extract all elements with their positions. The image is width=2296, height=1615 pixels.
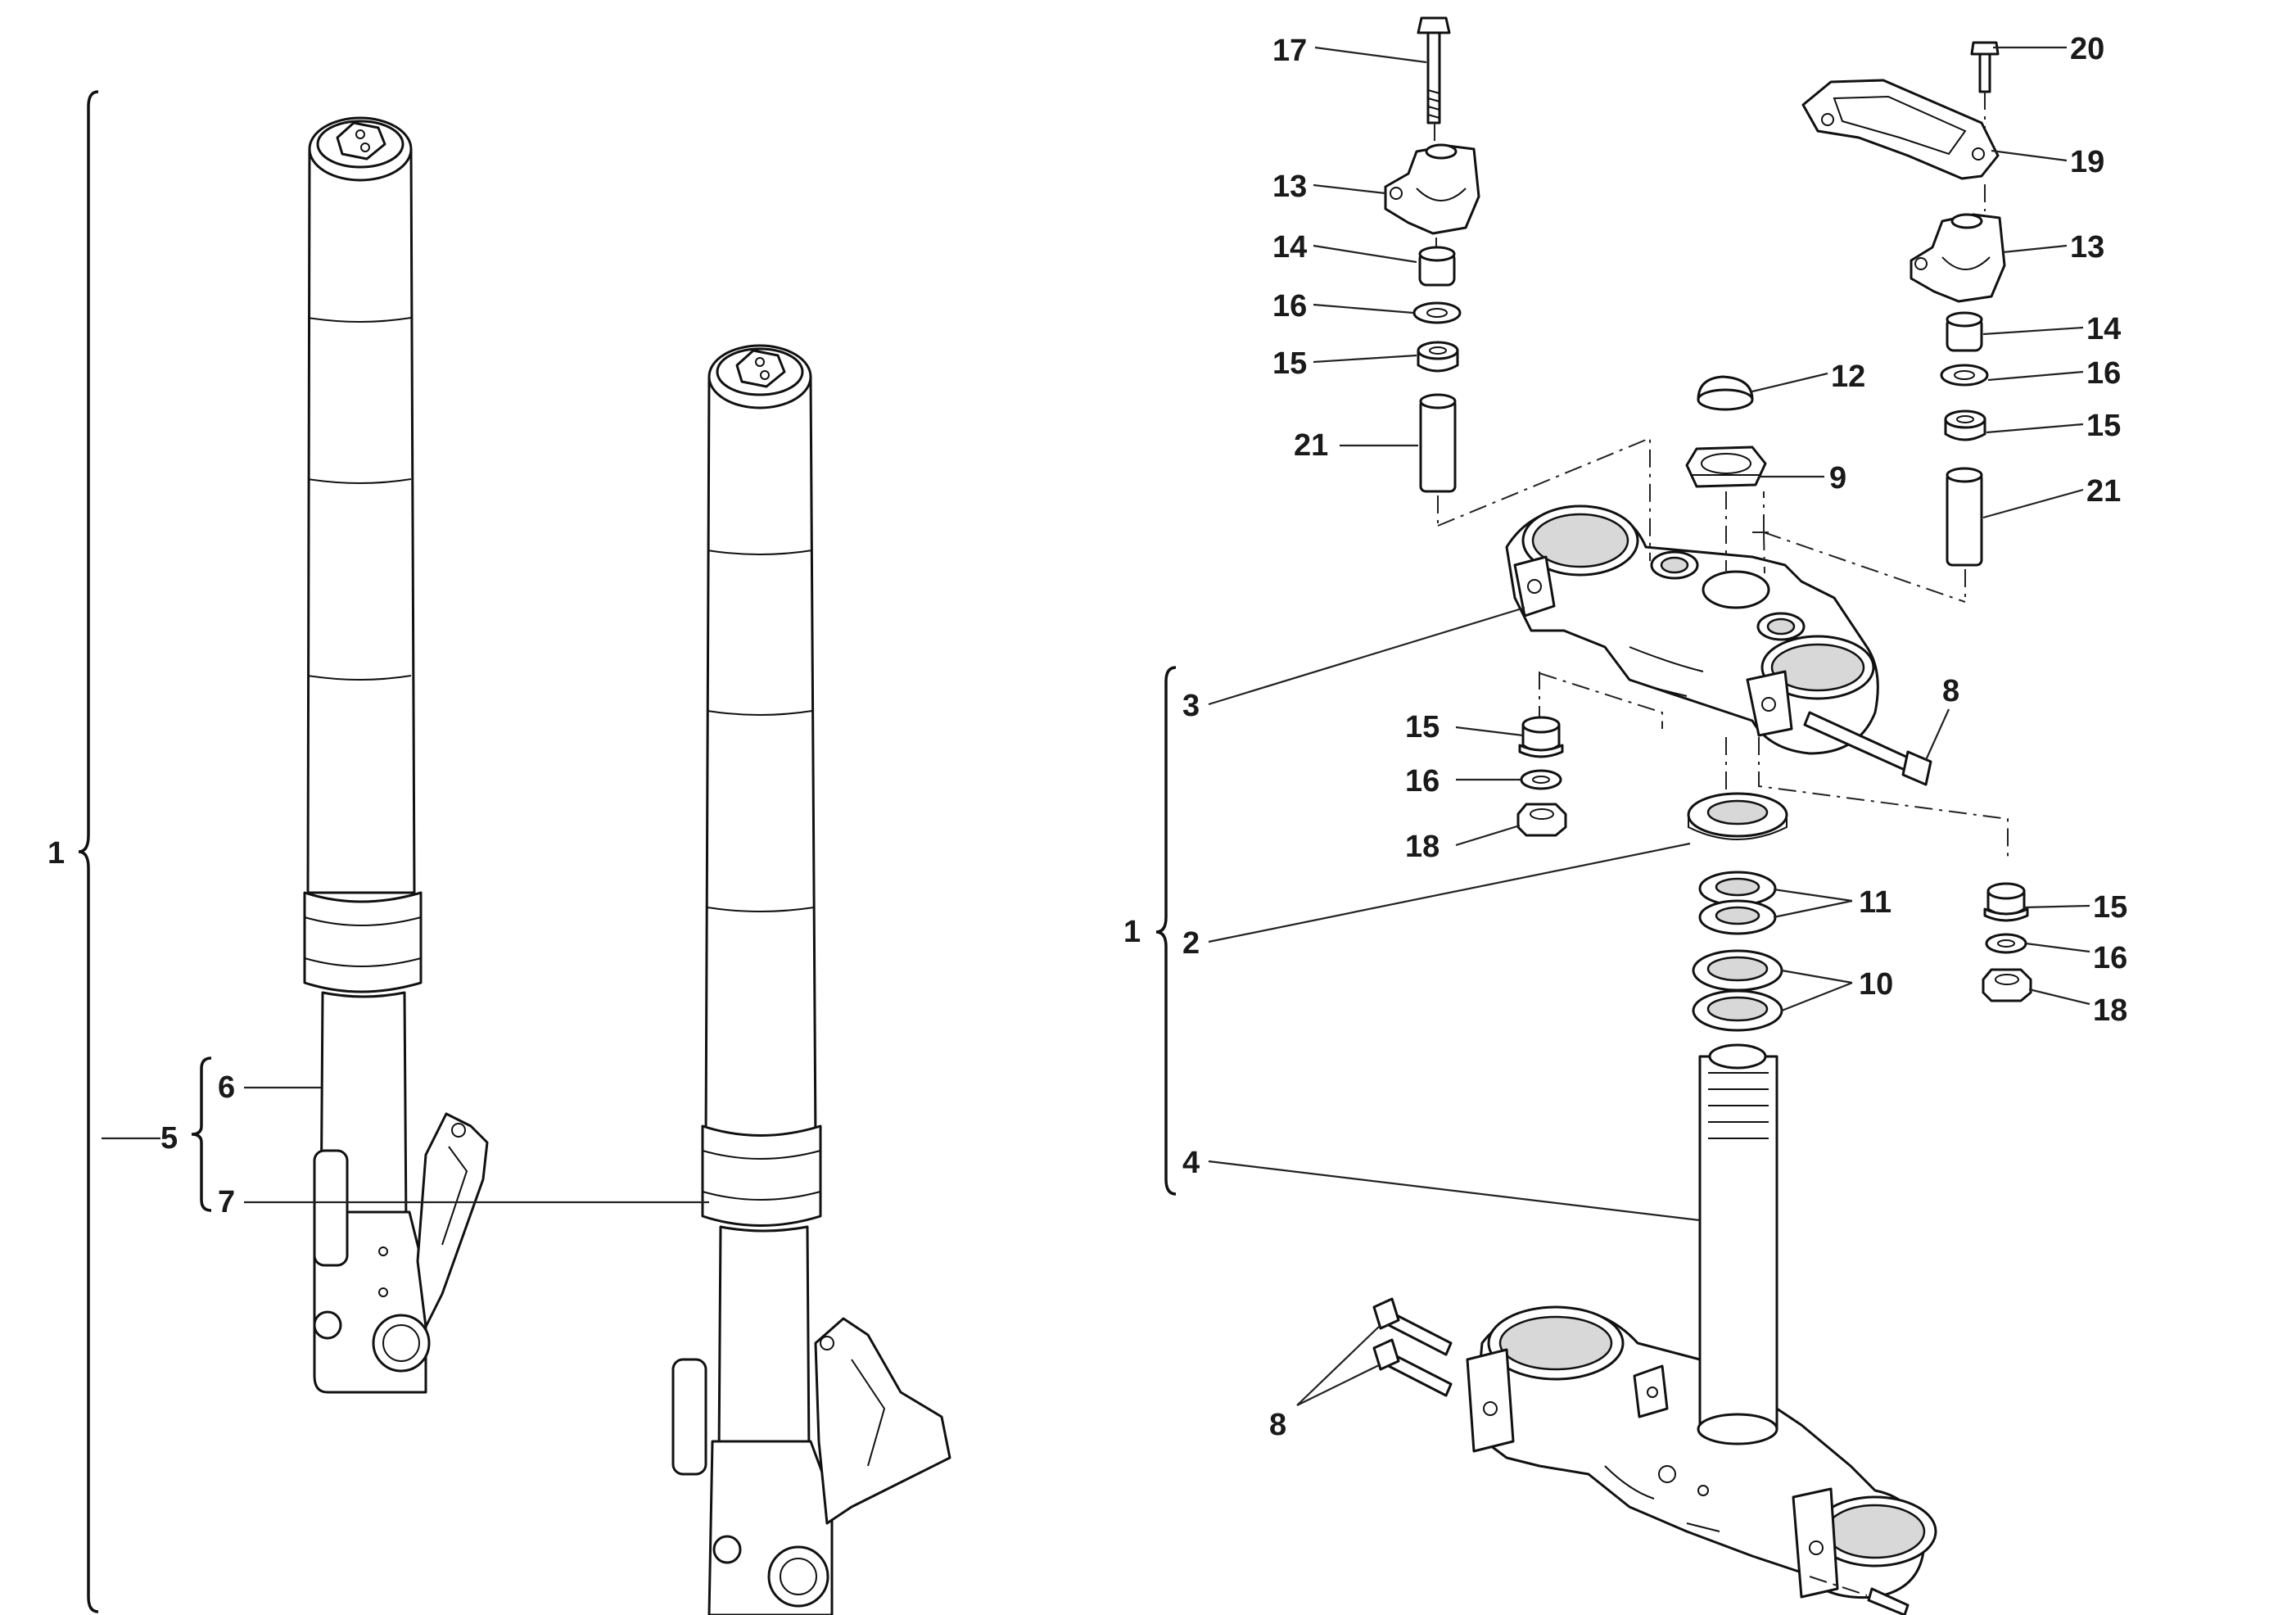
- label-16-mid-left: 16: [1405, 764, 1440, 798]
- label-8-top: 8: [1942, 674, 1959, 708]
- label-11: 11: [1859, 885, 1891, 920]
- leader-lines: [102, 46, 2090, 1406]
- label-10: 10: [1859, 967, 1893, 1002]
- label-5: 5: [160, 1121, 178, 1156]
- brace-assembly-5: [191, 1056, 212, 1212]
- label-12: 12: [1831, 360, 1865, 394]
- label-18-left: 18: [1405, 830, 1440, 864]
- label-16-right: 16: [2086, 356, 2121, 391]
- label-15-mid-right: 15: [2093, 890, 2127, 925]
- label-6: 6: [218, 1070, 235, 1105]
- brace-assembly-1-right: [1155, 666, 1177, 1196]
- label-13-left: 13: [1272, 170, 1307, 204]
- label-13-right: 13: [2070, 230, 2104, 265]
- steering-bearing-stack: [1687, 792, 1788, 1032]
- label-16-left: 16: [1272, 289, 1307, 323]
- label-1-left: 1: [47, 836, 65, 871]
- nut-stack-left: [1516, 716, 1567, 837]
- label-18-right: 18: [2093, 993, 2127, 1028]
- label-17: 17: [1272, 34, 1307, 68]
- label-14-right: 14: [2086, 312, 2121, 346]
- label-15-right: 15: [2086, 409, 2121, 443]
- label-15-mid-left: 15: [1405, 710, 1440, 744]
- label-21-left: 21: [1294, 428, 1328, 463]
- handlebar-clamp-stack-right: [1801, 41, 2006, 602]
- label-3: 3: [1182, 689, 1200, 723]
- label-21-right: 21: [2086, 474, 2121, 509]
- label-2: 2: [1182, 926, 1200, 961]
- callout-labels: 1 5 6 7 17 13 14 16 15 21 20 19 13 14 16…: [47, 32, 2127, 1442]
- dashed-guide-lines-mid: [1539, 672, 2009, 860]
- fork-leg-left: [303, 116, 489, 1394]
- label-19: 19: [2070, 145, 2104, 179]
- label-15-left: 15: [1272, 346, 1307, 381]
- label-8-bottom: 8: [1269, 1408, 1286, 1442]
- label-9: 9: [1829, 461, 1846, 495]
- dashed-guide-lines-top: [1437, 437, 1966, 603]
- label-7: 7: [218, 1185, 235, 1219]
- nut-stack-right: [1982, 882, 2032, 1002]
- upper-triple-clamp: [1505, 375, 1932, 786]
- handlebar-clamp-stack-left: [1384, 16, 1480, 526]
- label-16-mid-right: 16: [2093, 941, 2127, 975]
- steering-stem-lower-clamp: [1372, 1043, 1937, 1615]
- fork-leg-right: [671, 344, 951, 1615]
- label-4: 4: [1182, 1146, 1200, 1180]
- label-1-right: 1: [1123, 915, 1141, 949]
- label-20: 20: [2070, 32, 2104, 66]
- label-14-left: 14: [1272, 230, 1307, 265]
- brace-assembly-1-left: [78, 90, 99, 1613]
